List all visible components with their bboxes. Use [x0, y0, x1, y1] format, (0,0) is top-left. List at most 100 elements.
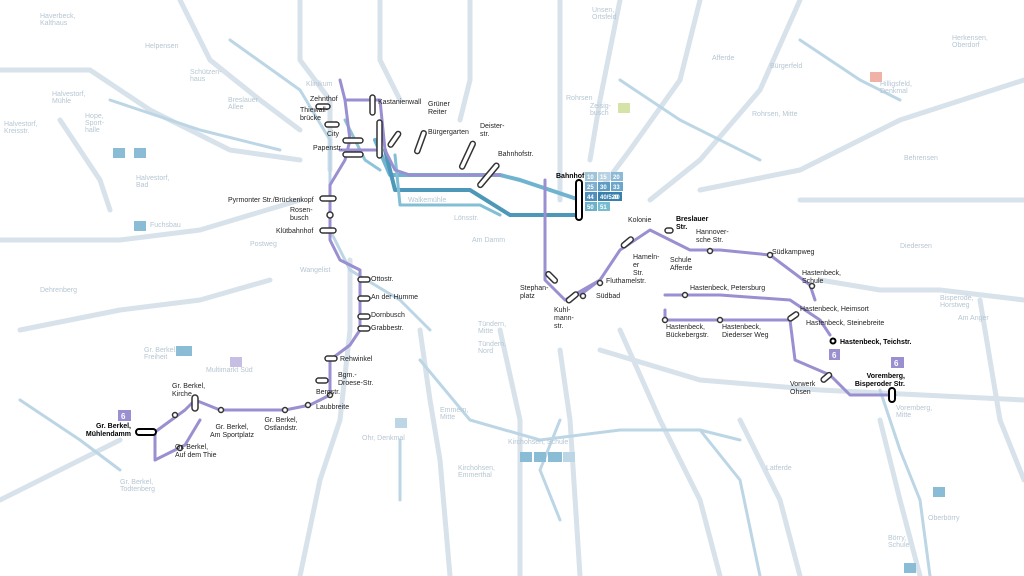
station-label: An der Humme — [371, 294, 418, 301]
place-label: Hilligsfeld,Denkmal — [880, 81, 912, 95]
bahnhof-line-number: 21 — [613, 205, 620, 211]
badge-6-voremberg: 6 — [894, 359, 899, 368]
place-label: Ohr, Denkmal — [362, 435, 405, 442]
place-label: Postweg — [250, 241, 277, 248]
place-label: Schützen-haus — [190, 69, 222, 83]
station-label: Kuhl-mann-str. — [554, 307, 575, 330]
bahnhof-line-number: 50 — [587, 205, 594, 211]
station-label: Gr. Berkel,Am Sportplatz — [210, 424, 254, 439]
bahnhof-line-number: 30 — [600, 185, 607, 191]
place-label: Halvestorf,Kreisstr. — [4, 121, 38, 135]
station-label: Bahnhofstr. — [498, 151, 533, 158]
station-label: Gr. Berkel,Kirche — [172, 383, 205, 398]
station-label: Dornbusch — [371, 312, 405, 319]
station-label: Rosen-busch — [290, 207, 313, 222]
place-label: Tündern,Nord — [478, 341, 506, 355]
badge-6-west: 6 — [121, 412, 126, 421]
station-label: Südkampweg — [772, 249, 815, 256]
terminal-west-label: Gr. Berkel,Mühlendamm — [86, 423, 131, 438]
place-label: Rohrsen — [566, 95, 593, 102]
place-label: Latferde — [766, 465, 792, 472]
place-label: Behrensen — [904, 155, 938, 162]
place-label: Rohrsen, Mitte — [752, 111, 798, 118]
place-label: Haverbeck,Kalthaus — [40, 13, 75, 27]
station-label: Südbad — [596, 293, 620, 300]
station-label: Hastenbeck, Steinebreite — [806, 320, 884, 327]
place-label: Emmern,Mitte — [440, 407, 468, 421]
station-label: Hastenbeck, Petersburg — [690, 285, 765, 292]
place-label: Helpensen — [145, 43, 179, 50]
place-label: Halvestorf,Bad — [136, 175, 170, 189]
station-labels: ZehnthofThiewall-brückeCityPapenstr.Kast… — [86, 96, 912, 459]
bahnhof-line-number: 25 — [587, 185, 594, 191]
place-label: Gr. Berkel,Todtenberg — [120, 479, 155, 493]
bahnhof-line-number: 40 — [613, 195, 620, 201]
station-label: Kolonie — [628, 217, 651, 224]
station-label: Hastenbeck, Heimsort — [800, 306, 869, 313]
place-label: Walkemühle — [408, 197, 446, 204]
place-label: Am Anger — [958, 315, 989, 322]
bahnhof-line-number: 20 — [613, 175, 620, 181]
bahnhof-line-number: 33 — [613, 185, 620, 191]
place-label: Bisperode,Horstweg — [940, 295, 974, 309]
place-label: Tündern,Mitte — [478, 321, 506, 335]
terminal-hastenbeck-label: Hastenbeck, Teichstr. — [840, 339, 912, 346]
bahnhof-line-number: 10 — [587, 175, 594, 181]
badge-6-east: 6 — [832, 351, 837, 360]
place-label: Voremberg,Mitte — [896, 405, 932, 419]
bahnhof-badge-labels: 10 15 20 25 30 33 44 40/520 50 51 21 40 — [587, 175, 620, 211]
station-label: Hastenbeck,Schule — [802, 270, 841, 285]
station-label: Rehwinkel — [340, 356, 373, 363]
station-label: Grabbestr. — [371, 325, 404, 332]
place-label: Multimarkt Süd — [206, 367, 253, 374]
station-label: Fluthamelstr. — [606, 278, 646, 285]
place-label: Am Damm — [472, 237, 505, 244]
station-label: Gr. Berkel,Auf dem Thie — [175, 444, 217, 459]
place-label: Hope,Sport-halle — [85, 113, 105, 134]
station-label: Bürgergarten — [428, 129, 469, 136]
place-label: Afferde — [712, 55, 735, 62]
place-label: Wangelist — [300, 267, 331, 274]
station-label: Papenstr. — [313, 145, 343, 152]
place-label: Dehrenberg — [40, 287, 77, 294]
station-label: Stephan-platz — [520, 285, 549, 300]
station-label: Hannover-sche Str. — [696, 229, 729, 244]
route-6 — [153, 78, 897, 462]
station-label: Deister-str. — [480, 123, 505, 138]
bahnhof-line-number: 15 — [600, 175, 607, 181]
place-label: Diedersen — [900, 243, 932, 250]
station-label: Laubbreite — [316, 404, 349, 411]
bahnhof-line-number: 40/520 — [600, 195, 619, 201]
station-label: Ottostr. — [371, 276, 394, 283]
background-network-blue — [18, 38, 932, 576]
place-label: Herkensen,Oberdorf — [952, 35, 988, 49]
station-label: Hastenbeck,Bückebergstr. — [666, 324, 709, 339]
place-label: Börry,Schule — [888, 535, 910, 549]
place-label: Gr. Berkel,Freiheit — [144, 347, 177, 361]
place-label: Kirchohsen,Emmerthal — [458, 465, 495, 479]
place-label: Zeisig-busch — [590, 103, 612, 117]
station-label: Zehnthof — [310, 96, 338, 103]
station-label: Klütbahnhof — [276, 228, 313, 235]
place-label: Bürgerfeld — [770, 63, 802, 70]
bahnhof-line-number: 44 — [587, 195, 594, 201]
station-label: Kastanienwall — [378, 99, 422, 106]
bahnhof-line-number: 51 — [600, 205, 607, 211]
station-label: Bahnhof — [556, 173, 585, 180]
station-label: Hastenbeck,Diederser Weg — [722, 324, 769, 339]
stop-markers — [135, 94, 896, 452]
place-label: Lönsstr. — [454, 215, 479, 222]
terminal-voremberg-label: Voremberg,Bisperoder Str. — [855, 373, 905, 388]
station-label: City — [327, 131, 340, 138]
place-label: Klinikum — [306, 81, 333, 88]
place-label: Halvestorf,Mühle — [52, 91, 86, 105]
background-labels: Haverbeck,KalthausHelpensenSchützen-haus… — [4, 7, 989, 549]
place-label: Fuchsbau — [150, 222, 181, 229]
station-label: Pyrmonter Str./Brückenkopf — [228, 197, 314, 204]
place-label: Oberbörry — [928, 515, 960, 522]
